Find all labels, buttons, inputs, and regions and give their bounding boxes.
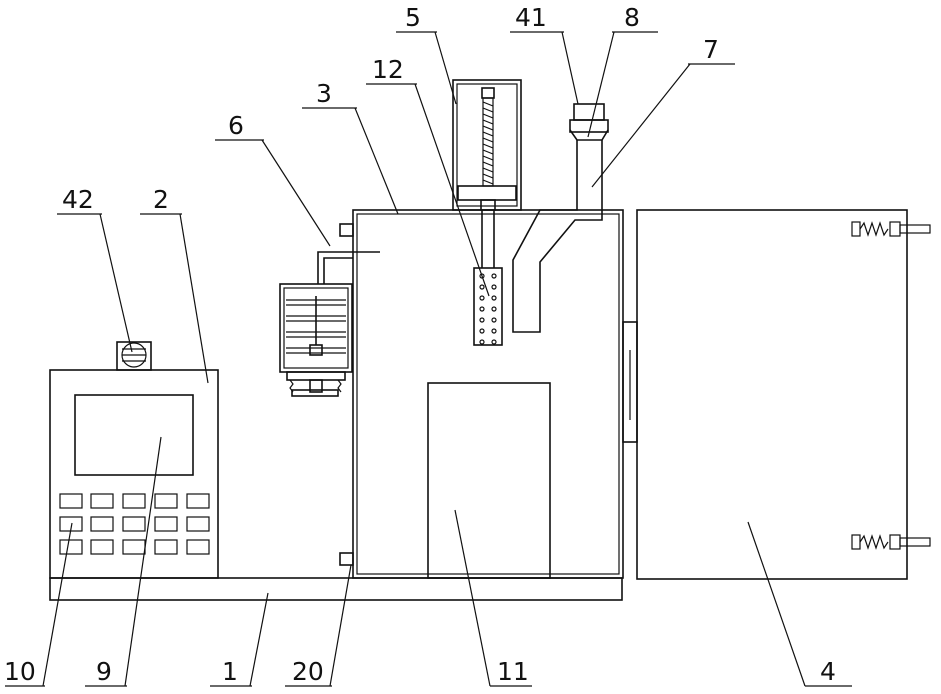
label-10: 10 [4,657,36,686]
control-box [50,342,218,578]
spring-latch-top [852,222,930,236]
spring-latch-bottom [852,535,930,549]
label-11: 11 [497,657,529,686]
label-5: 5 [405,3,421,32]
label-4: 4 [820,657,836,686]
nozzle [570,120,608,132]
label-42: 42 [62,185,94,214]
leader-lines [5,32,852,686]
label-20: 20 [292,657,324,686]
label-3: 3 [316,79,332,108]
keypad [60,494,209,554]
lifting-mechanism [453,80,521,345]
valve [574,104,604,120]
label-41: 41 [515,3,547,32]
inner-unit [428,383,550,578]
label-12: 12 [372,55,404,84]
hinge-bottom [340,553,353,565]
perforated-holder [474,268,502,345]
label-1: 1 [222,657,238,686]
main-housing [340,210,637,578]
label-2: 2 [153,185,169,214]
hinge-top [340,224,353,236]
label-9: 9 [96,657,112,686]
lead-screw [483,98,493,186]
label-8: 8 [624,3,640,32]
fan-icon [117,342,151,370]
door-panel [637,210,930,579]
label-7: 7 [703,35,719,64]
base-plate [50,578,622,600]
label-6: 6 [228,111,244,140]
inlet-pipe [513,104,608,332]
display-screen [75,395,193,475]
filter-tank [280,252,380,396]
